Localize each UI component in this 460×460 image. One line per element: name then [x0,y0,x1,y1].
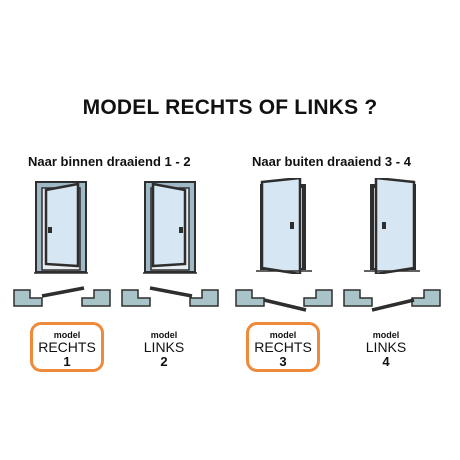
model-number: 4 [382,354,390,369]
page-title: MODEL RECHTS OF LINKS ? [82,96,378,119]
floor-plan-icon [121,286,219,307]
model-number: 3 [279,354,287,369]
model-label-1: model RECHTS 1 [30,322,104,372]
model-word: model [150,330,178,340]
group-label-inward: Naar binnen draaiend 1 - 2 [28,154,191,169]
door-outward-right-icon [256,178,312,274]
door-inward-left-icon [143,181,197,274]
model-number: 1 [63,354,71,369]
model-word: model [53,330,81,340]
floor-plan-icon [343,289,441,312]
model-name: LINKS [143,339,185,355]
door-outward-left-icon [364,178,420,274]
model-label-2: model LINKS 2 [127,322,201,372]
model-number: 2 [160,354,168,369]
door-inward-right-icon [34,181,88,274]
model-name: RECHTS [254,339,312,355]
model-name: RECHTS [38,339,96,355]
floor-plan-icon [13,286,111,307]
model-word: model [372,330,400,340]
model-label-3: model RECHTS 3 [246,322,320,372]
group-label-outward: Naar buiten draaiend 3 - 4 [252,154,411,169]
model-label-4: model LINKS 4 [349,322,423,372]
floor-plan-icon [235,289,333,312]
model-name: LINKS [365,339,407,355]
model-word: model [269,330,297,340]
